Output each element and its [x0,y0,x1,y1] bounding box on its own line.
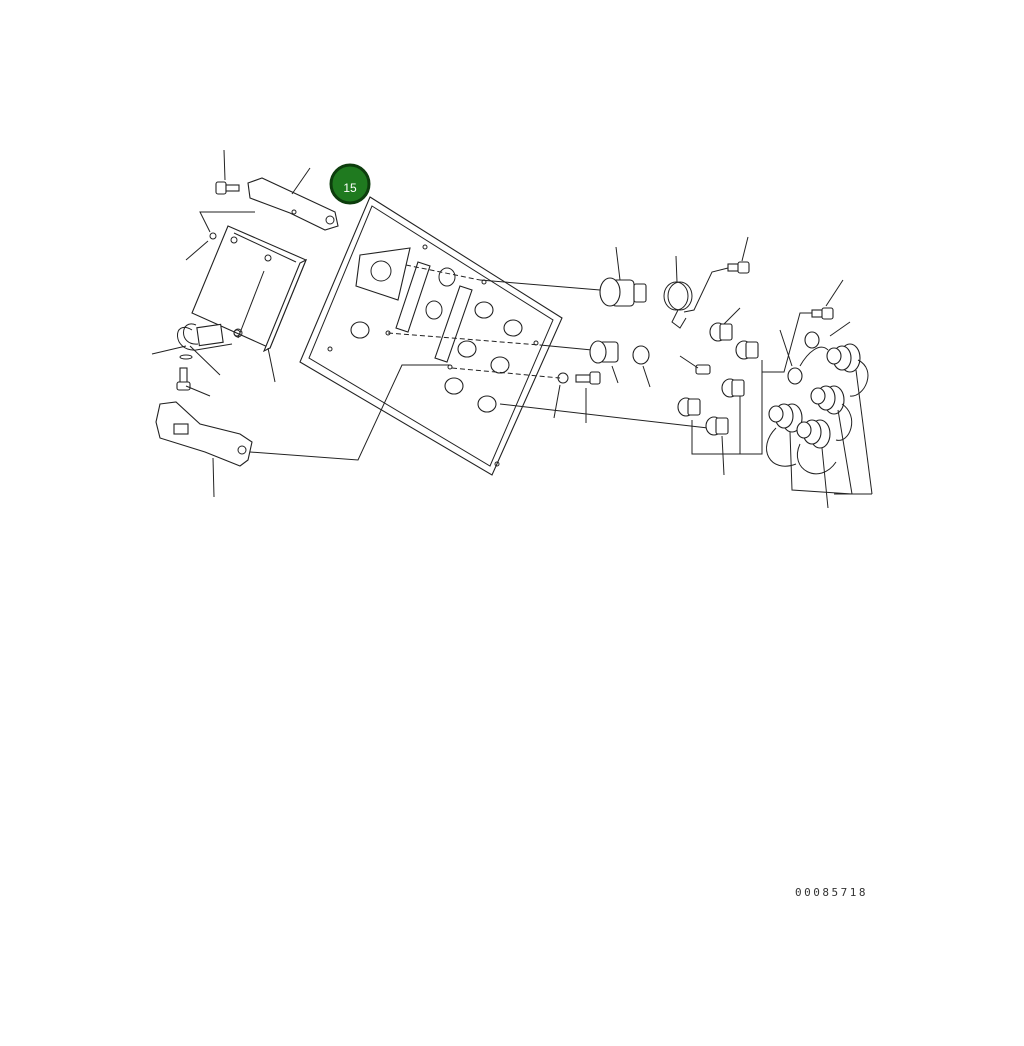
quick-coupler-bottom [796,419,837,475]
connector-cable [151,323,243,376]
cap-plug [632,345,651,388]
large-fitting [599,246,647,307]
leader-lines [249,264,709,461]
small-cap-right [779,321,851,385]
control-box [185,211,308,383]
bolt-far-right [762,279,844,373]
quick-coupler-middle [810,385,853,441]
medium-fitting [589,340,619,384]
bolt-lower-left [176,354,211,397]
washer-bolt [553,371,601,423]
adapters [677,307,763,476]
drawing-code: 00085718 [795,886,868,899]
coupler-leader-lines [789,369,873,509]
callout-label: 15 [343,181,357,195]
ring-clamp [663,255,693,329]
callout-badge[interactable]: 15 [329,163,371,205]
upper-bracket [223,149,339,231]
quick-coupler-top [826,343,869,397]
quick-coupler-lower [766,403,803,467]
bolt-top-left [215,181,240,195]
bolt-top-right [683,236,750,313]
switch-bracket [155,401,253,498]
